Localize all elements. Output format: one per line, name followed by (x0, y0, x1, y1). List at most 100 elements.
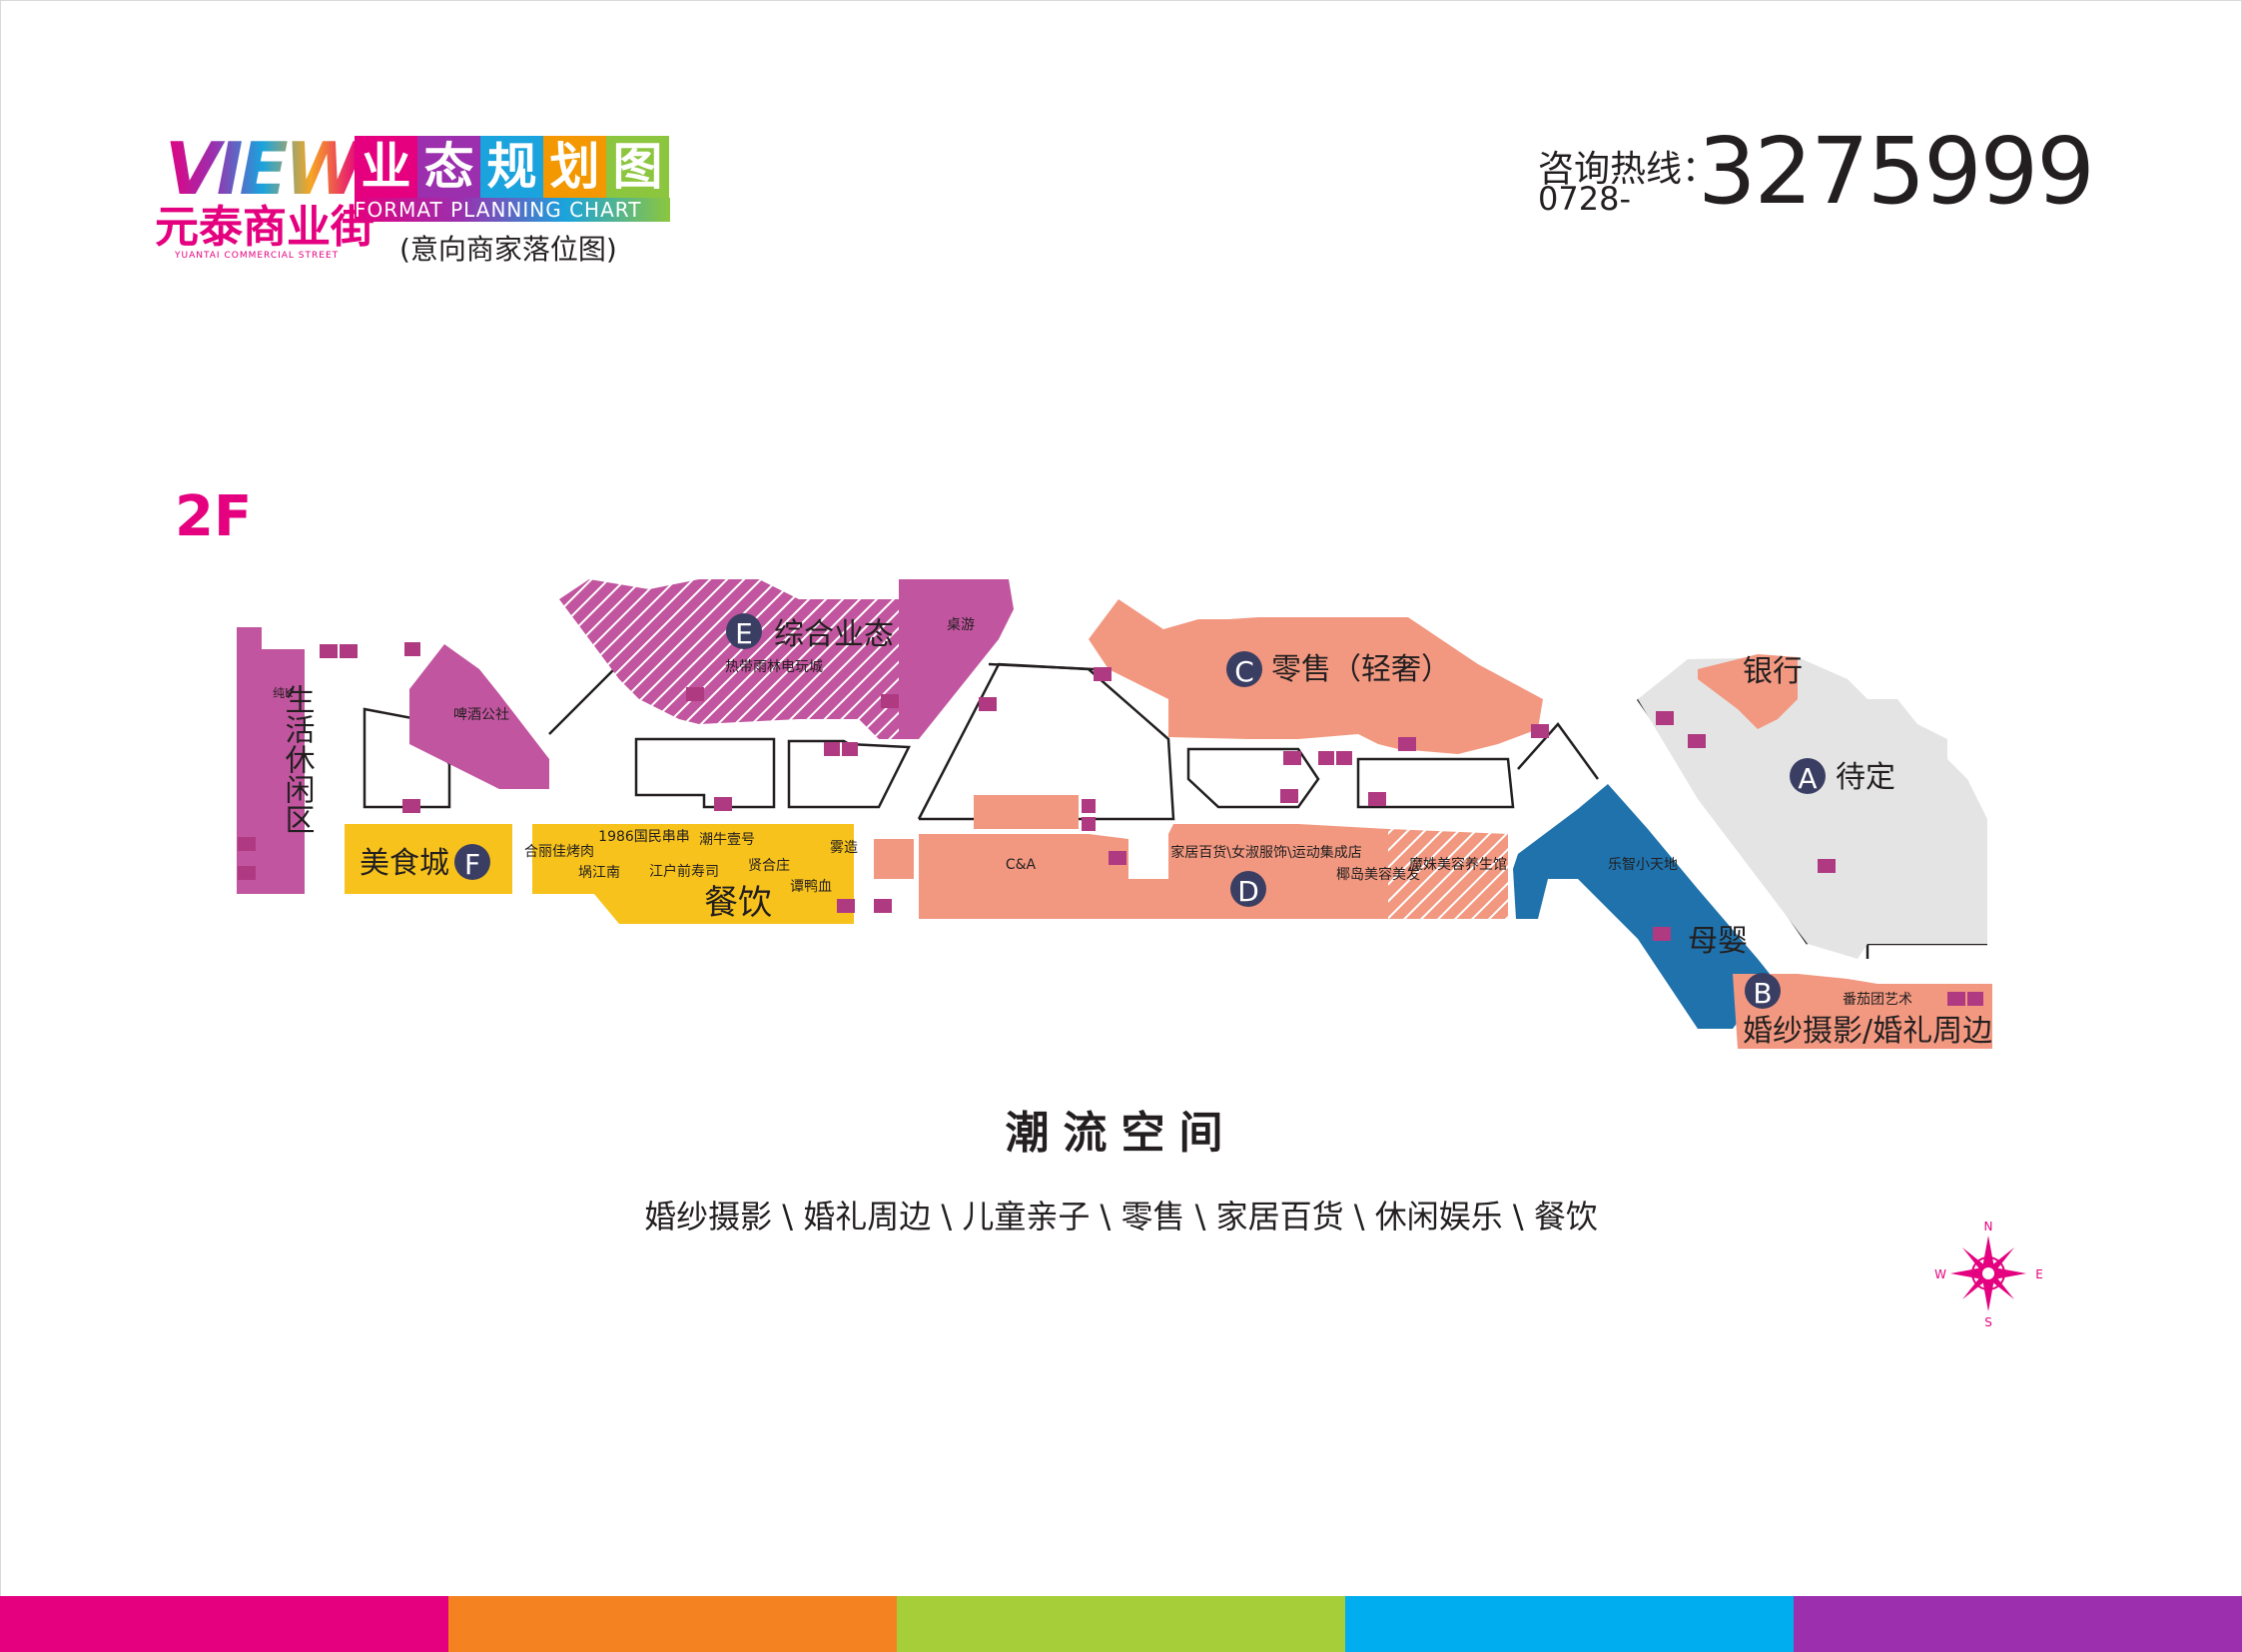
escalator-icon (1109, 851, 1126, 865)
hotline-number: 3275999 (1698, 118, 2095, 225)
title-cn: 业 态 规 划 图 (355, 136, 669, 198)
bottom-color-bar (0, 1596, 2242, 1652)
bar-segment (1345, 1596, 1794, 1652)
shop-home: 家居百货\女淑服饰\运动集成店 (1170, 844, 1361, 861)
outline-block-2 (634, 737, 776, 809)
zone-b-salmon (1733, 974, 1992, 1049)
escalator-icon (1653, 927, 1671, 941)
escalator-icon (1280, 789, 1298, 803)
label-leisure: 生活休闲区 (280, 684, 316, 834)
escalator-icon (1818, 859, 1836, 873)
label-dining: 餐饮 (704, 883, 772, 923)
compass-n: N (1984, 1220, 1993, 1234)
yuantai-logo: VIEW 元泰商业街 YUANTAI COMMERCIAL STREET (155, 133, 374, 263)
corridor-line-4 (1517, 722, 1600, 780)
zone-e-hatch (559, 579, 899, 739)
outline-block-3 (787, 739, 911, 809)
escalator-icon (881, 694, 899, 708)
escalator-icon (340, 644, 358, 658)
escalator-icon (320, 644, 338, 658)
badge-d-letter: D (1237, 875, 1259, 908)
title-char-1: 业 (355, 136, 417, 198)
corridor-line-1 (548, 663, 620, 735)
elevator-icon (1082, 799, 1096, 813)
shop-xianhe: 贤合庄 (748, 857, 790, 874)
bar-segment (0, 1596, 448, 1652)
restroom-icon (1336, 751, 1352, 765)
escalator-icon (686, 687, 704, 701)
label-b-sub: 母婴 (1688, 924, 1748, 959)
restroom-icon (1967, 992, 1983, 1006)
hotline-prefix: 0728- (1538, 180, 1631, 218)
badge-e: E (726, 613, 762, 650)
format-planning-title: 业 态 规 划 图 FORMAT PLANNING CHART (355, 136, 670, 222)
label-f: 美食城 (360, 846, 449, 881)
bar-segment (1794, 1596, 2242, 1652)
compass-e: E (2035, 1267, 2043, 1281)
corridor-line-6 (1866, 942, 1987, 959)
section-title: 潮流空间 (1005, 1108, 1237, 1159)
zone-bank (1698, 654, 1798, 729)
badge-a: A (1790, 758, 1826, 795)
badge-d: D (1230, 871, 1266, 908)
label-e: 综合业态 (774, 617, 894, 652)
zone-dining (532, 824, 854, 924)
shop-entertainment: 热带雨林电玩城 (725, 659, 823, 675)
escalator-icon (402, 799, 420, 813)
restroom-icon (1688, 734, 1706, 748)
hotline-label: 咨询热线： (1538, 149, 1719, 190)
shop-chaoniu: 潮牛壹号 (699, 832, 755, 848)
restroom-icon (824, 742, 840, 756)
outline-block-1 (363, 707, 451, 809)
corridor-line-2 (917, 662, 1175, 821)
badge-c: C (1226, 651, 1262, 688)
escalator-icon (1656, 711, 1674, 725)
logo-en-text: YUANTAI COMMERCIAL STREET (175, 251, 340, 261)
compass-s: S (1984, 1315, 1992, 1329)
restroom-icon (874, 899, 892, 913)
badge-c-letter: C (1234, 655, 1254, 688)
badge-a-letter: A (1798, 762, 1817, 795)
restroom-icon (238, 866, 256, 880)
shop-lezhi: 乐智小天地 (1608, 857, 1678, 873)
shop-yedao: 椰岛美容美发 (1336, 866, 1420, 883)
shop-heli: 合丽佳烤肉 (524, 844, 594, 860)
shop-fanqie: 番茄团艺术 (1843, 991, 1912, 1008)
elevator-icon (1082, 817, 1096, 831)
badge-f: F (454, 844, 490, 881)
escalator-icon (1398, 737, 1416, 751)
compass-icon: N S E W (1934, 1220, 2043, 1329)
zone-board-game (899, 579, 1014, 739)
label-a: 待定 (1836, 760, 1895, 795)
zone-beer (409, 644, 549, 789)
shop-ca: C&A (1006, 857, 1037, 873)
restroom-icon (842, 742, 858, 756)
shop-edo: 江户前寿司 (649, 863, 719, 880)
shop-beer: 啤酒公社 (453, 707, 509, 723)
outline-block-4 (1186, 747, 1320, 809)
floor-label: 2F (175, 484, 253, 549)
escalator-icon (714, 797, 732, 811)
escalator-icon (1947, 992, 1965, 1006)
shop-guomin: 1986国民串串 (598, 829, 690, 845)
category-list: 婚纱摄影 \ 婚礼周边 \ 儿童亲子 \ 零售 \ 家居百货 \ 休闲娱乐 \ … (644, 1198, 1598, 1236)
shop-chunk: 纯K (273, 686, 294, 700)
escalator-icon (979, 697, 997, 711)
escalator-icon (1531, 724, 1549, 738)
badge-f-letter: F (464, 848, 480, 881)
zone-ca (919, 824, 1388, 919)
title-char-5: 图 (606, 136, 669, 198)
zone-d-extra (874, 839, 914, 879)
title-char-4: 划 (543, 136, 606, 198)
logo-cn-text: 元泰商业街 (155, 202, 374, 253)
zone-b-blue (1513, 784, 1778, 1029)
bar-segment (448, 1596, 897, 1652)
zone-a (1638, 657, 1987, 959)
title-char-2: 态 (417, 136, 480, 198)
shop-board-game: 桌游 (947, 617, 975, 633)
subtitle: (意向商家落位图) (399, 233, 617, 266)
label-bank: 银行 (1743, 654, 1803, 689)
badge-b: B (1745, 973, 1781, 1010)
badge-b-letter: B (1753, 977, 1772, 1010)
